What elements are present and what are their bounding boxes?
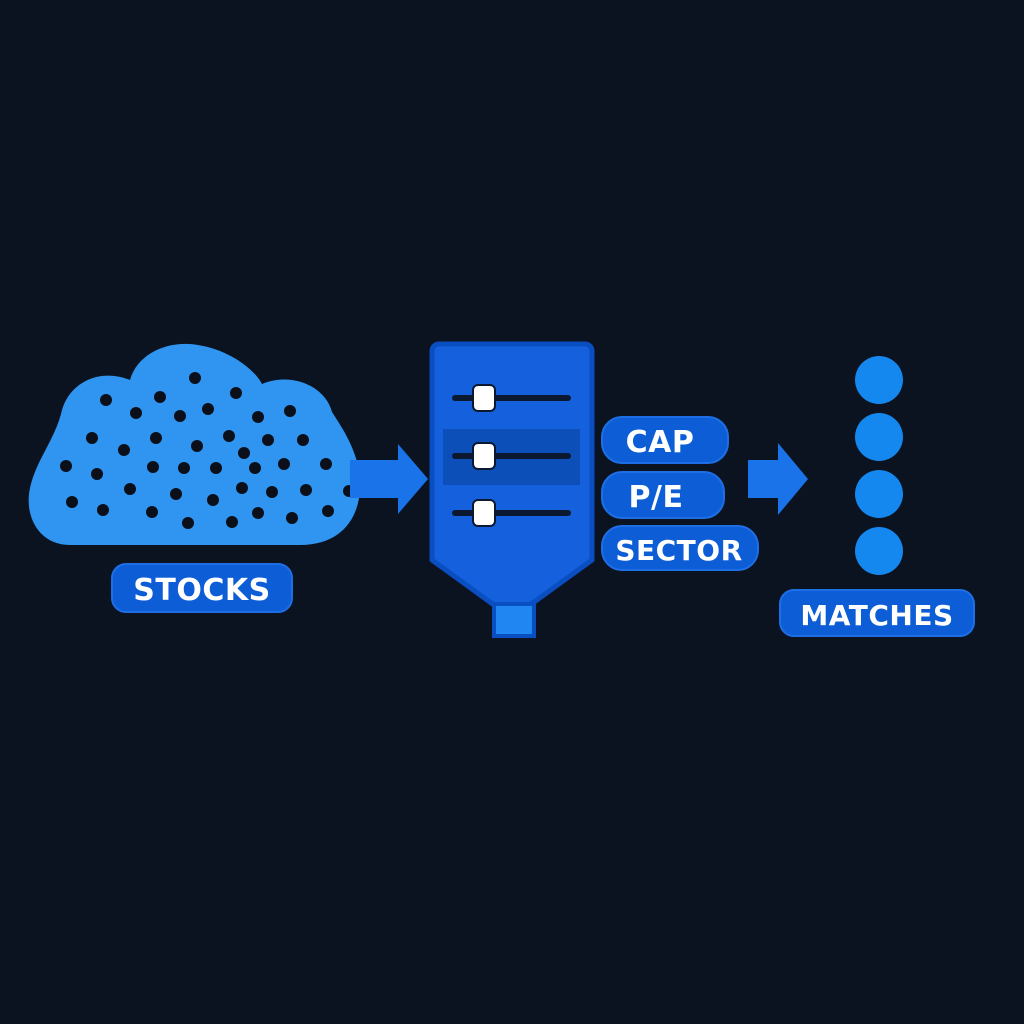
matches-label-pill: MATCHES — [779, 589, 975, 637]
stock-dot — [147, 461, 159, 473]
stock-dot — [189, 372, 201, 384]
stock-dot — [118, 444, 130, 456]
match-dot — [855, 470, 903, 518]
stock-dot — [124, 483, 136, 495]
stock-dot — [262, 434, 274, 446]
stock-dot — [230, 387, 242, 399]
stock-dot — [266, 486, 278, 498]
stock-dot — [278, 458, 290, 470]
stock-dot — [91, 468, 103, 480]
stock-dot — [207, 494, 219, 506]
stock-dot — [284, 405, 296, 417]
stock-dot — [100, 394, 112, 406]
stock-dot — [236, 482, 248, 494]
stock-dot — [320, 458, 332, 470]
stock-dot — [97, 504, 109, 516]
slider-knob[interactable] — [472, 442, 496, 470]
matches-column — [855, 356, 903, 575]
stock-dots — [60, 372, 355, 529]
match-dot — [855, 413, 903, 461]
stocks-label: STOCKS — [133, 573, 270, 608]
stock-dot — [191, 440, 203, 452]
criterion-pe-label: P/E — [629, 480, 684, 515]
stock-dot — [170, 488, 182, 500]
stock-dot — [226, 516, 238, 528]
stock-dot — [249, 462, 261, 474]
filter-spout — [492, 602, 536, 638]
stock-dot — [223, 430, 235, 442]
criterion-pe-pill[interactable]: P/E — [601, 471, 725, 519]
match-dot — [855, 527, 903, 575]
stock-dot — [60, 460, 72, 472]
stock-dot — [86, 432, 98, 444]
stock-dot — [182, 517, 194, 529]
stock-dot — [252, 507, 264, 519]
criterion-cap-pill[interactable]: CAP — [601, 416, 729, 464]
criterion-cap-label: CAP — [626, 425, 695, 460]
criterion-sector-label: SECTOR — [615, 534, 742, 567]
stock-dot — [238, 447, 250, 459]
filter-funnel — [429, 341, 595, 638]
criterion-sector-pill[interactable]: SECTOR — [601, 525, 759, 571]
slider-knob[interactable] — [472, 499, 496, 527]
stocks-label-pill: STOCKS — [111, 563, 293, 613]
arrow-to-filter — [350, 444, 428, 514]
stock-dot — [174, 410, 186, 422]
slider-knob[interactable] — [472, 384, 496, 412]
stock-dot — [286, 512, 298, 524]
filter-slider[interactable] — [452, 442, 571, 470]
stock-dot — [300, 484, 312, 496]
stock-dot — [297, 434, 309, 446]
stock-dot — [202, 403, 214, 415]
matches-label: MATCHES — [800, 599, 953, 632]
stock-dot — [154, 391, 166, 403]
arrow-to-matches — [748, 443, 808, 515]
filter-slider[interactable] — [452, 499, 571, 527]
arrow-icon — [350, 444, 428, 514]
criteria-list: CAP P/E SECTOR — [601, 416, 759, 571]
stock-dot — [252, 411, 264, 423]
stock-dot — [210, 462, 222, 474]
arrow-icon — [748, 443, 808, 515]
match-dot — [855, 356, 903, 404]
stocks-cloud — [28, 343, 361, 545]
stock-dot — [146, 506, 158, 518]
stock-dot — [150, 432, 162, 444]
stock-dot — [178, 462, 190, 474]
stock-dot — [130, 407, 142, 419]
stock-dot — [322, 505, 334, 517]
stock-dot — [66, 496, 78, 508]
filter-slider[interactable] — [452, 384, 571, 412]
